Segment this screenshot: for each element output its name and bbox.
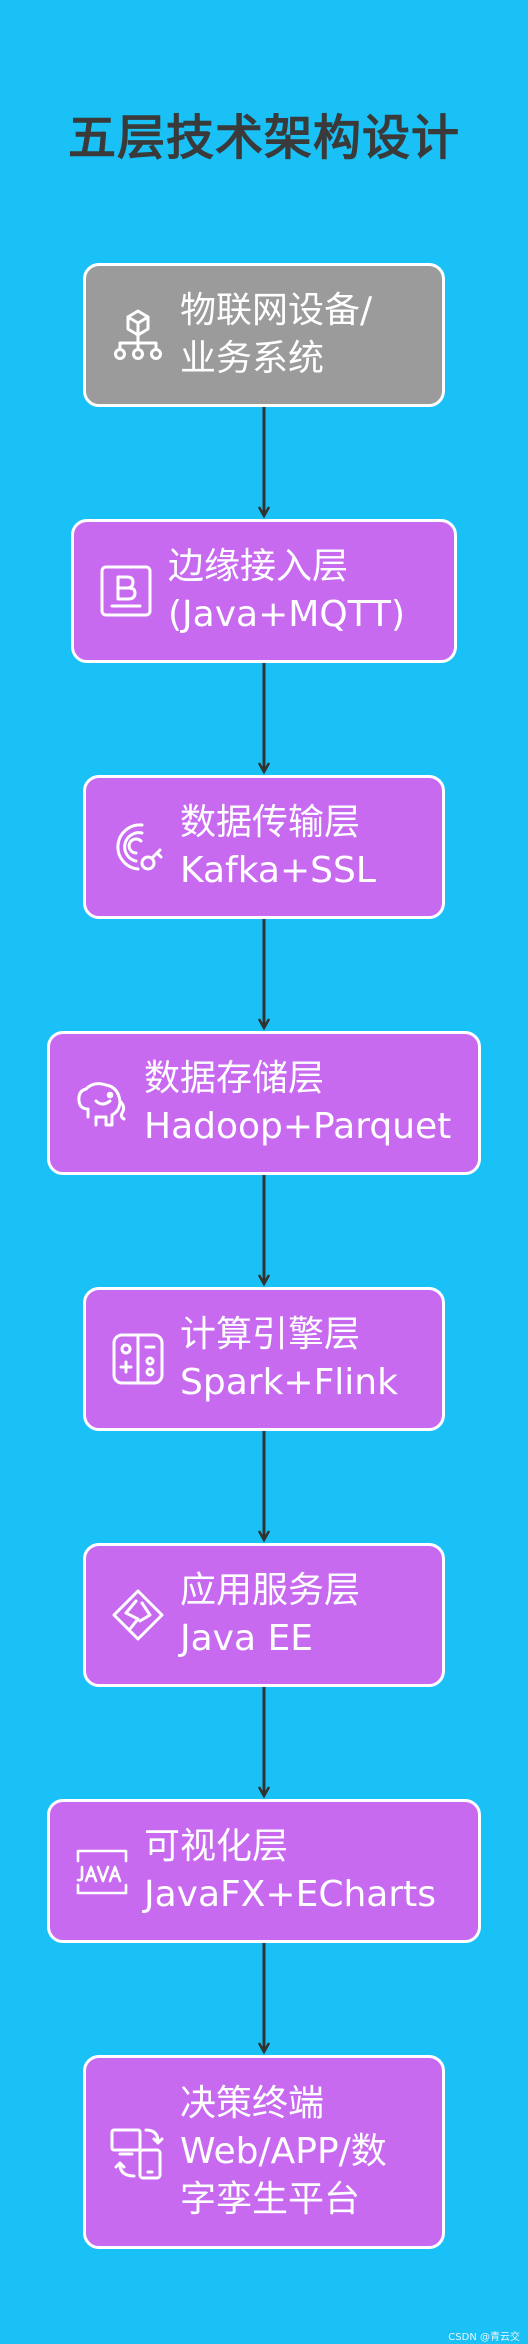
hierarchy-icon [108, 305, 168, 365]
node-transport-label: 数据传输层 Kafka+SSL [180, 802, 376, 891]
node-compute: 计算引擎层 Spark+Flink [83, 1287, 445, 1431]
node-decision: 决策终端 Web/APP/数 字孪生平台 [83, 2055, 445, 2249]
node-devices-label: 物联网设备/ 业务系统 [180, 290, 373, 379]
watermark: CSDN @青云交 [448, 2332, 520, 2343]
letter-b-icon [96, 561, 156, 621]
devices-sync-icon [108, 2122, 168, 2182]
node-compute-label: 计算引擎层 Spark+Flink [180, 1314, 398, 1403]
node-devices: 物联网设备/ 业务系统 [83, 263, 445, 407]
node-storage-label: 数据存储层 Hadoop+Parquet [144, 1058, 452, 1147]
node-visual: 可视化层 JavaFX+ECharts [47, 1799, 481, 1943]
node-visual-label: 可视化层 JavaFX+ECharts [144, 1826, 437, 1915]
stream-key-icon [108, 817, 168, 877]
diagram-title: 五层技术架构设计 [67, 110, 460, 166]
java-icon [72, 1841, 132, 1901]
elephant-icon [72, 1073, 132, 1133]
node-decision-label: 决策终端 Web/APP/数 字孪生平台 [180, 2083, 387, 2220]
node-service-label: 应用服务层 Java EE [180, 1570, 361, 1659]
node-service: 应用服务层 Java EE [83, 1543, 445, 1687]
node-storage: 数据存储层 Hadoop+Parquet [47, 1031, 481, 1175]
diamond-logo-icon [108, 1585, 168, 1645]
node-transport: 数据传输层 Kafka+SSL [83, 775, 445, 919]
node-edge-label: 边缘接入层 (Java+MQTT) [168, 546, 406, 635]
gamepad-icon [108, 1329, 168, 1389]
node-edge: 边缘接入层 (Java+MQTT) [71, 519, 457, 663]
